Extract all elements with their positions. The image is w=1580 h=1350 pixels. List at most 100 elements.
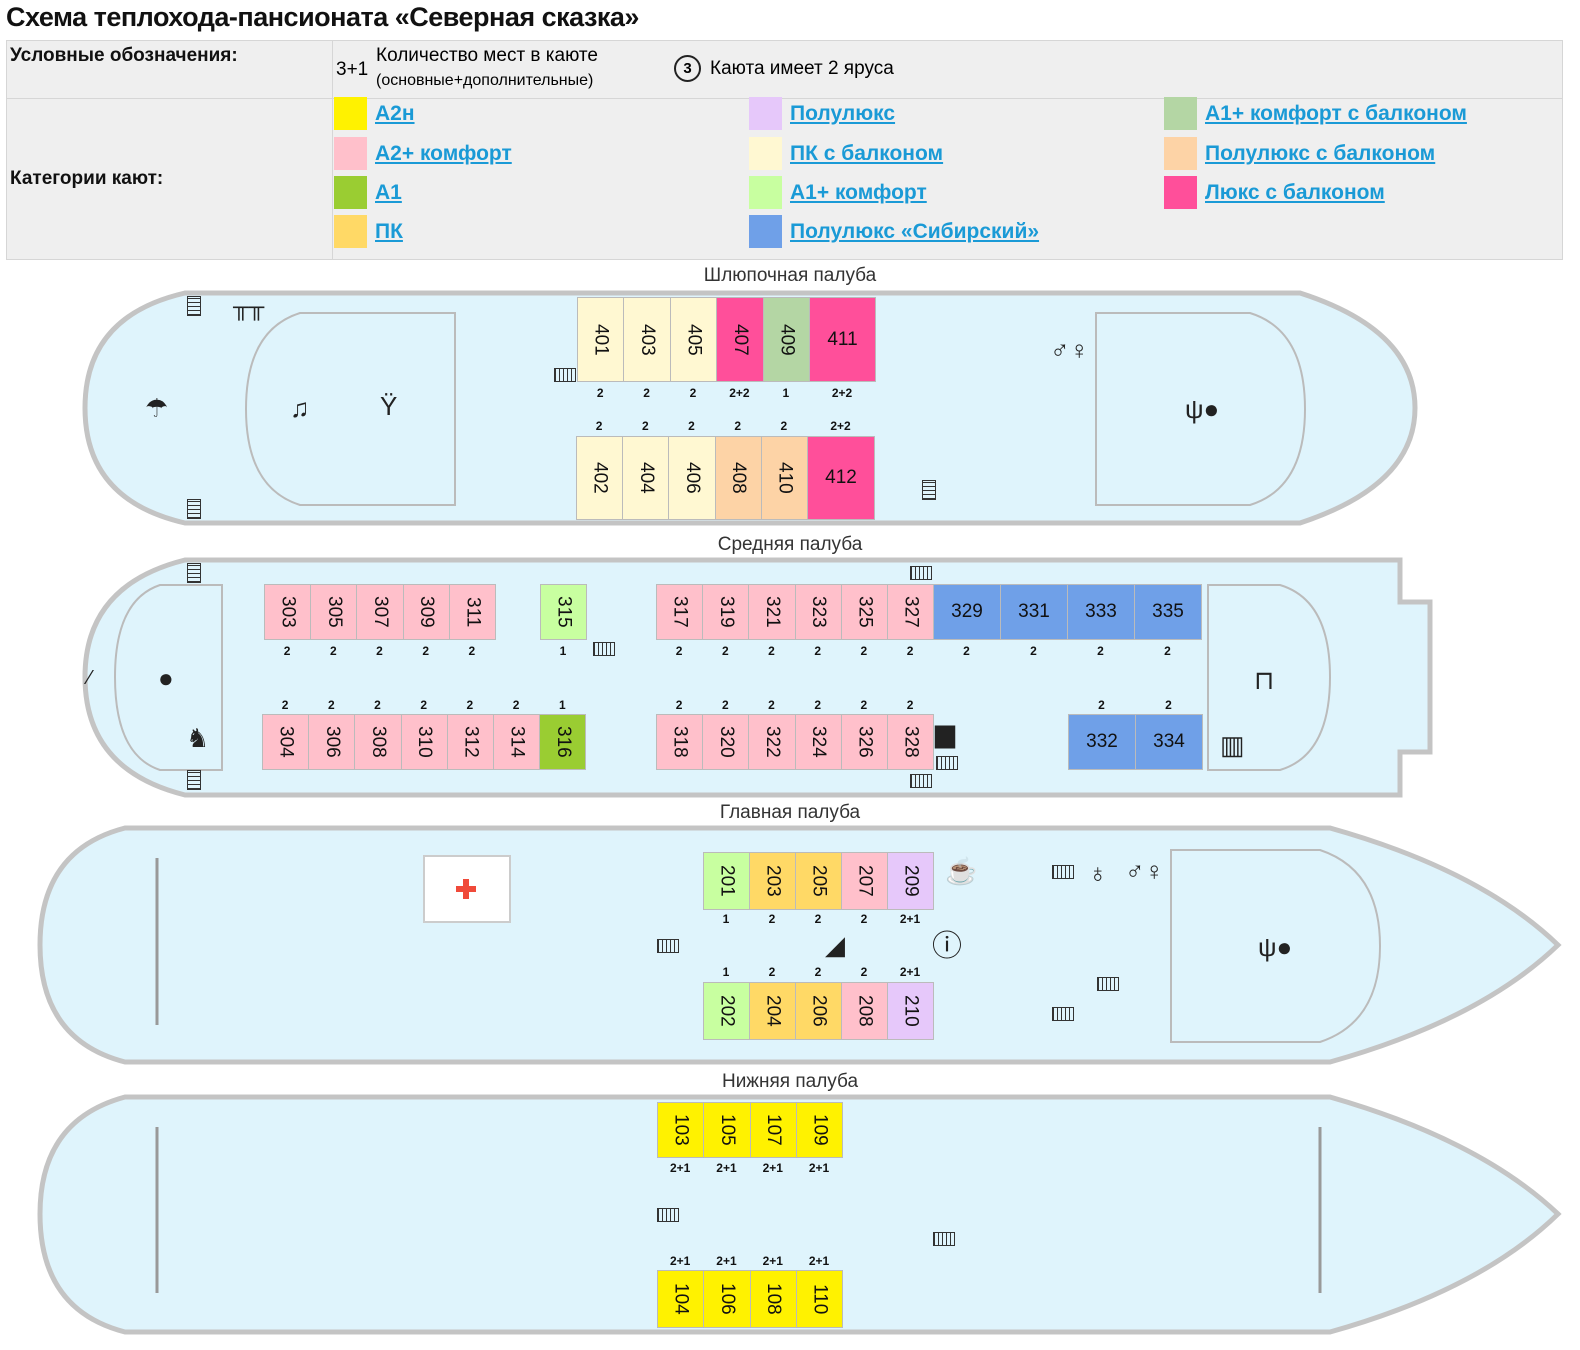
stairs-icon[interactable] (1052, 1007, 1074, 1021)
stairs-icon[interactable] (910, 774, 932, 788)
cabin-number: 308 (367, 726, 389, 758)
cabin-321[interactable]: 321 (748, 584, 796, 640)
category-link[interactable]: Полулюкс «Сибирский» (790, 219, 1040, 243)
cabin-berths: 1 (782, 386, 790, 400)
cabin-312[interactable]: 312 (446, 714, 494, 770)
info-icon[interactable]: ⓘ (932, 930, 962, 963)
cabin-311[interactable]: 311 (448, 584, 496, 640)
cabin-103[interactable]: 103 (657, 1102, 705, 1158)
cabin-334[interactable]: 334 (1135, 714, 1203, 770)
cabin-402[interactable]: 402 (576, 436, 624, 520)
category-link[interactable]: Полулюкс с балконом (1205, 141, 1436, 165)
cabin-324[interactable]: 324 (794, 714, 842, 770)
stairs-icon[interactable] (187, 563, 201, 583)
stairs-icon[interactable] (187, 770, 201, 790)
cabin-320[interactable]: 320 (702, 714, 750, 770)
stairs-icon[interactable] (1052, 865, 1074, 879)
cabin-304[interactable]: 304 (262, 714, 310, 770)
sofa-icon: ⊓ (1254, 665, 1275, 695)
category-link[interactable]: А2н (375, 101, 415, 125)
stairs-icon[interactable] (187, 499, 201, 519)
cabin-104[interactable]: 104 (657, 1270, 705, 1328)
category-pk: ПК (334, 215, 403, 248)
cabin-404[interactable]: 404 (622, 436, 670, 520)
cabin-number: 325 (854, 596, 876, 628)
cabin-310[interactable]: 310 (400, 714, 448, 770)
stairs-icon[interactable] (657, 939, 679, 953)
cabin-106[interactable]: 106 (703, 1270, 751, 1328)
cabin-number: 326 (854, 726, 876, 758)
cabin-107[interactable]: 107 (749, 1102, 797, 1158)
cabin-210[interactable]: 210 (887, 982, 934, 1040)
cabin-number: 318 (669, 726, 691, 758)
cabin-105[interactable]: 105 (703, 1102, 751, 1158)
cabin-315[interactable]: 315 (540, 584, 587, 640)
cabin-323[interactable]: 323 (794, 584, 842, 640)
cabin-405[interactable]: 405 (669, 297, 718, 382)
cabin-number: 105 (716, 1114, 738, 1146)
cabin-305[interactable]: 305 (310, 584, 358, 640)
cabin-206[interactable]: 206 (795, 982, 842, 1040)
cabin-329[interactable]: 329 (933, 584, 1001, 640)
cabin-326[interactable]: 326 (840, 714, 888, 770)
stairs-icon[interactable] (936, 756, 958, 770)
cabin-406[interactable]: 406 (668, 436, 716, 520)
cabin-110[interactable]: 110 (795, 1270, 844, 1328)
cabin-331[interactable]: 331 (1000, 584, 1068, 640)
stairs-icon[interactable] (593, 642, 615, 656)
cabin-412[interactable]: 412 (807, 436, 875, 520)
category-link[interactable]: А1+ комфорт (790, 180, 927, 204)
stairs-icon[interactable] (933, 1232, 955, 1246)
category-link[interactable]: Полулюкс (790, 101, 896, 125)
cabin-333[interactable]: 333 (1067, 584, 1135, 640)
category-link[interactable]: Люкс с балконом (1205, 180, 1385, 204)
cabin-201[interactable]: 201 (703, 852, 750, 910)
cabin-202[interactable]: 202 (703, 982, 750, 1040)
cabin-309[interactable]: 309 (402, 584, 450, 640)
cabin-319[interactable]: 319 (702, 584, 750, 640)
cabin-332[interactable]: 332 (1068, 714, 1136, 770)
cabin-berths: 2+1 (669, 1254, 691, 1268)
cabin-316[interactable]: 316 (539, 714, 587, 770)
cabin-307[interactable]: 307 (356, 584, 404, 640)
cabin-401[interactable]: 401 (577, 297, 625, 382)
cabin-207[interactable]: 207 (841, 852, 888, 910)
stairs-icon[interactable] (657, 1208, 679, 1222)
cabin-407[interactable]: 407 (716, 297, 764, 382)
cabin-410[interactable]: 410 (760, 436, 808, 520)
cabin-number: 306 (321, 726, 343, 758)
cabin-325[interactable]: 325 (840, 584, 888, 640)
cabin-403[interactable]: 403 (623, 297, 671, 382)
cabin-303[interactable]: 303 (264, 584, 312, 640)
cabin-308[interactable]: 308 (354, 714, 402, 770)
cabin-108[interactable]: 108 (749, 1270, 797, 1328)
cabin-408[interactable]: 408 (714, 436, 762, 520)
stairs-icon[interactable] (1097, 977, 1119, 991)
cabin-203[interactable]: 203 (749, 852, 796, 910)
cabin-327[interactable]: 327 (887, 584, 935, 640)
cabin-208[interactable]: 208 (841, 982, 888, 1040)
category-swatch (749, 215, 782, 248)
cabin-209[interactable]: 209 (887, 852, 934, 910)
category-link[interactable]: А2+ комфорт (375, 141, 512, 165)
category-link[interactable]: ПК с балконом (790, 141, 944, 165)
category-link[interactable]: А1 (375, 180, 402, 204)
cabin-409[interactable]: 409 (762, 297, 810, 382)
stairs-icon[interactable] (910, 566, 932, 580)
stairs-icon[interactable] (187, 296, 201, 316)
cabin-335[interactable]: 335 (1134, 584, 1202, 640)
cabin-328[interactable]: 328 (887, 714, 935, 770)
cabin-204[interactable]: 204 (749, 982, 796, 1040)
cabin-109[interactable]: 109 (795, 1102, 844, 1158)
cabin-411[interactable]: 411 (809, 297, 876, 382)
cabin-205[interactable]: 205 (795, 852, 842, 910)
cabin-318[interactable]: 318 (656, 714, 704, 770)
category-link[interactable]: ПК (375, 219, 403, 243)
cabin-306[interactable]: 306 (308, 714, 356, 770)
cabin-317[interactable]: 317 (656, 584, 704, 640)
cabin-314[interactable]: 314 (493, 714, 541, 770)
stairs-icon[interactable] (554, 368, 576, 382)
stairs-icon[interactable] (922, 480, 936, 500)
category-link[interactable]: А1+ комфорт с балконом (1205, 101, 1467, 125)
cabin-322[interactable]: 322 (748, 714, 796, 770)
